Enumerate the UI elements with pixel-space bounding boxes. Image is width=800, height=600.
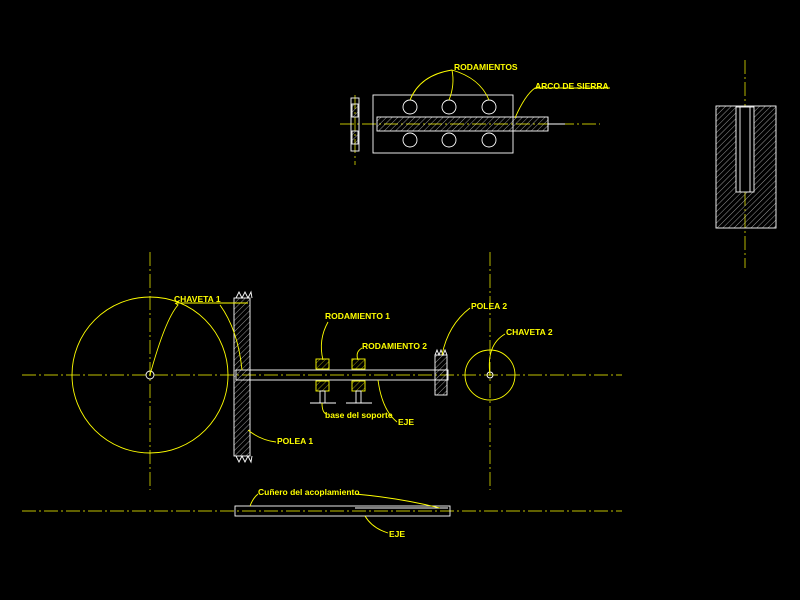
bearing-circles: [402, 99, 497, 148]
pulley-1-section: [233, 290, 253, 464]
slotted-block-view: [715, 60, 777, 268]
label-chaveta-1: CHAVETA 1: [174, 294, 221, 304]
label-rodamientos: RODAMIENTOS: [454, 62, 518, 72]
label-polea-1: POLEA 1: [277, 436, 313, 446]
bearing-2-post: [355, 390, 362, 404]
shaft-assembly-view: CHAVETA 1 RODAMIENTO 1 RODAMIENTO 2 POLE…: [22, 252, 622, 490]
bearing-1-section: [310, 358, 336, 404]
label-chaveta-2: CHAVETA 2: [506, 327, 553, 337]
bearing-circle: [481, 132, 497, 148]
polea-1-leader: [247, 429, 277, 443]
pulley-1-hub: [145, 370, 155, 380]
bearing-circle: [402, 99, 418, 115]
bearing-1-post: [319, 390, 326, 404]
shaft-bottom: [234, 505, 451, 517]
bearing-1-top: [315, 358, 330, 370]
label-cunero: Cuñero del acoplamiento: [258, 487, 360, 497]
label-rodamiento-1: RODAMIENTO 1: [325, 311, 390, 321]
bearing-2-section: [346, 358, 372, 404]
bearing-2-top: [351, 358, 366, 370]
eje-bottom-leader: [364, 515, 389, 534]
bearing-1-bottom: [315, 380, 330, 392]
arco-de-sierra-leader: [514, 87, 610, 119]
bearing-block-view: RODAMIENTOS ARCO DE SIERRA: [340, 62, 610, 165]
label-eje-bottom: EJE: [389, 529, 405, 539]
rodamiento-1-leader: [320, 321, 329, 361]
end-plate-hatch-upper: [351, 103, 359, 118]
pulley-1-grooves: [235, 290, 253, 464]
end-plate-hatch-lower: [351, 130, 359, 145]
pulley-2-circle: [464, 349, 516, 401]
cunero-leader: [249, 493, 441, 509]
label-polea-2: POLEA 2: [471, 301, 507, 311]
rodamiento-2-leader: [356, 347, 363, 361]
saw-arc-bar: [376, 116, 549, 132]
eje-top-leader: [377, 379, 398, 423]
base-leader: [321, 402, 327, 415]
bearing-circle: [441, 99, 457, 115]
chaveta-1-leader: [149, 302, 243, 376]
pulley-2-grooves: [434, 348, 448, 357]
pulley-1-circle: [71, 296, 229, 454]
bearing-circle: [481, 99, 497, 115]
label-base-del-soporte: base del soporte: [325, 410, 393, 420]
chaveta-2-leader: [488, 333, 506, 376]
pulley-2-body: [434, 354, 448, 396]
bearing-2-bottom: [351, 380, 366, 392]
end-plate: [350, 97, 360, 152]
polea-2-leader: [441, 307, 471, 356]
label-rodamiento-2: RODAMIENTO 2: [362, 341, 427, 351]
rodamientos-leaders: [409, 69, 490, 101]
slot-cut: [735, 106, 755, 193]
label-arco-de-sierra: ARCO DE SIERRA: [535, 81, 609, 91]
pulley-2-section: [434, 348, 448, 396]
main-shaft: [235, 369, 449, 381]
bearing-circle: [402, 132, 418, 148]
shaft-keyway-view: Cuñero del acoplamiento EJE: [22, 487, 622, 539]
bearing-circle: [441, 132, 457, 148]
label-eje-top: EJE: [398, 417, 414, 427]
